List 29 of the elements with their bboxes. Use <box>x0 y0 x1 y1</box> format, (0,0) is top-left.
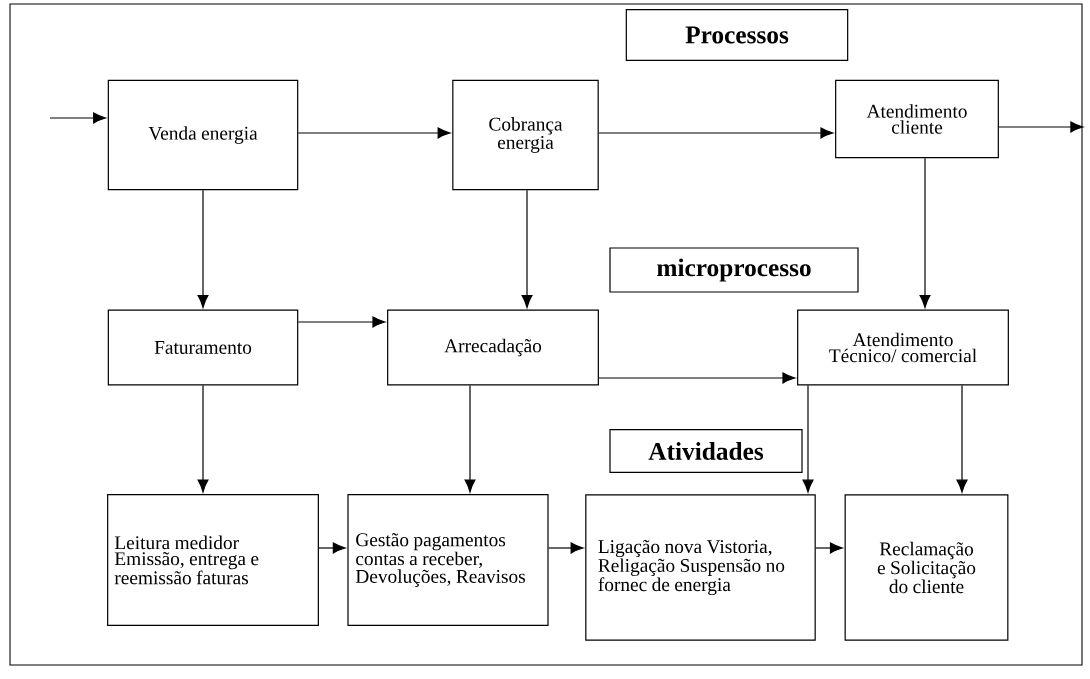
activity-box: Ligação nova Vistoria, Religação Suspensão no fornec de energia <box>585 494 816 641</box>
process-box: Venda energia <box>107 79 299 191</box>
activity-box: Leitura medidor Emissão, entrega e reemissão faturas <box>107 494 319 626</box>
arrow <box>49 112 107 124</box>
arrow <box>815 542 843 554</box>
process-box: Arrecadação <box>387 309 599 386</box>
heading-box: microprocesso <box>609 247 859 293</box>
arrow <box>998 121 1084 133</box>
arrow <box>297 127 451 139</box>
arrow <box>318 542 346 554</box>
arrow <box>197 189 209 308</box>
arrow <box>598 127 834 139</box>
arrow <box>521 189 533 308</box>
arrow <box>956 384 968 493</box>
arrow <box>548 542 584 554</box>
heading-box: Atividades <box>609 429 803 473</box>
arrow <box>802 384 814 493</box>
process-box: Faturamento <box>107 309 299 386</box>
process-box: Atendimento cliente <box>835 79 999 159</box>
arrow <box>197 384 209 493</box>
arrow <box>297 316 386 328</box>
arrow <box>464 384 476 493</box>
process-box: Cobrança energia <box>452 79 599 191</box>
arrow <box>598 372 796 384</box>
activity-box: Reclamação e Solicitação do cliente <box>844 494 1009 641</box>
arrow <box>919 157 931 308</box>
heading-box: Processos <box>625 9 849 61</box>
activity-box: Gestão pagamentos contas a receber, Devoluções, Reavisos <box>347 494 549 626</box>
process-box: Atendimento Técnico/ comercial <box>797 309 1009 386</box>
